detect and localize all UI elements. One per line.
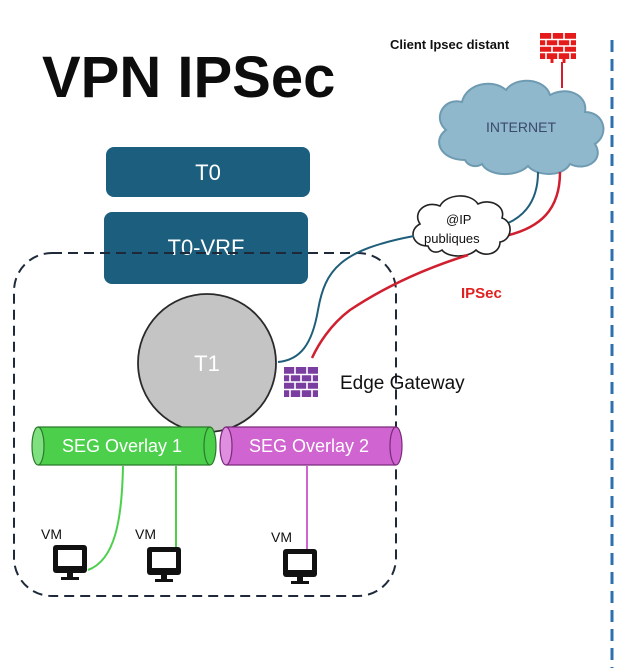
vm1-monitor-icon	[53, 545, 87, 580]
internet-cloud-icon	[438, 79, 605, 175]
segment-overlay-1	[31, 426, 217, 466]
t1-label: T1	[194, 351, 220, 376]
internet-link-blue	[499, 171, 539, 227]
vm1-link-line	[87, 465, 124, 571]
edge-gateway-label: Edge Gateway	[340, 373, 465, 394]
public-ip-cloud-icon	[412, 195, 511, 257]
page-title: VPN IPSec	[42, 45, 335, 110]
public-ip-label-line1: @IP	[446, 212, 471, 227]
vm1-label: VM	[41, 526, 62, 542]
ipsec-label: IPSec	[461, 285, 502, 302]
vm2-monitor-icon	[147, 547, 181, 582]
vm2-label: VM	[135, 526, 156, 542]
t0-box	[106, 147, 310, 197]
t0-label: T0	[195, 160, 221, 185]
edge-firewall-icon	[284, 367, 318, 397]
segment-overlay-2-label: SEG Overlay 2	[249, 436, 369, 456]
tenant-boundary	[13, 252, 397, 597]
t0-vrf-label: T0-VRF	[168, 235, 245, 260]
client-label: Client Ipsec distant	[390, 37, 510, 52]
segment-overlay-2	[219, 426, 403, 466]
vm3-monitor-icon	[283, 549, 317, 584]
public-ip-link-blue	[277, 235, 415, 363]
client-firewall-icon	[540, 33, 576, 63]
internet-label: INTERNET	[486, 119, 556, 135]
public-ip-label-line2: publiques	[424, 231, 480, 246]
t0-vrf-box	[104, 212, 308, 284]
vm3-label: VM	[271, 529, 292, 545]
internet-link-red	[504, 171, 562, 238]
ipsec-tunnel-line	[310, 253, 469, 359]
segment-overlay-1-label: SEG Overlay 1	[62, 436, 182, 456]
